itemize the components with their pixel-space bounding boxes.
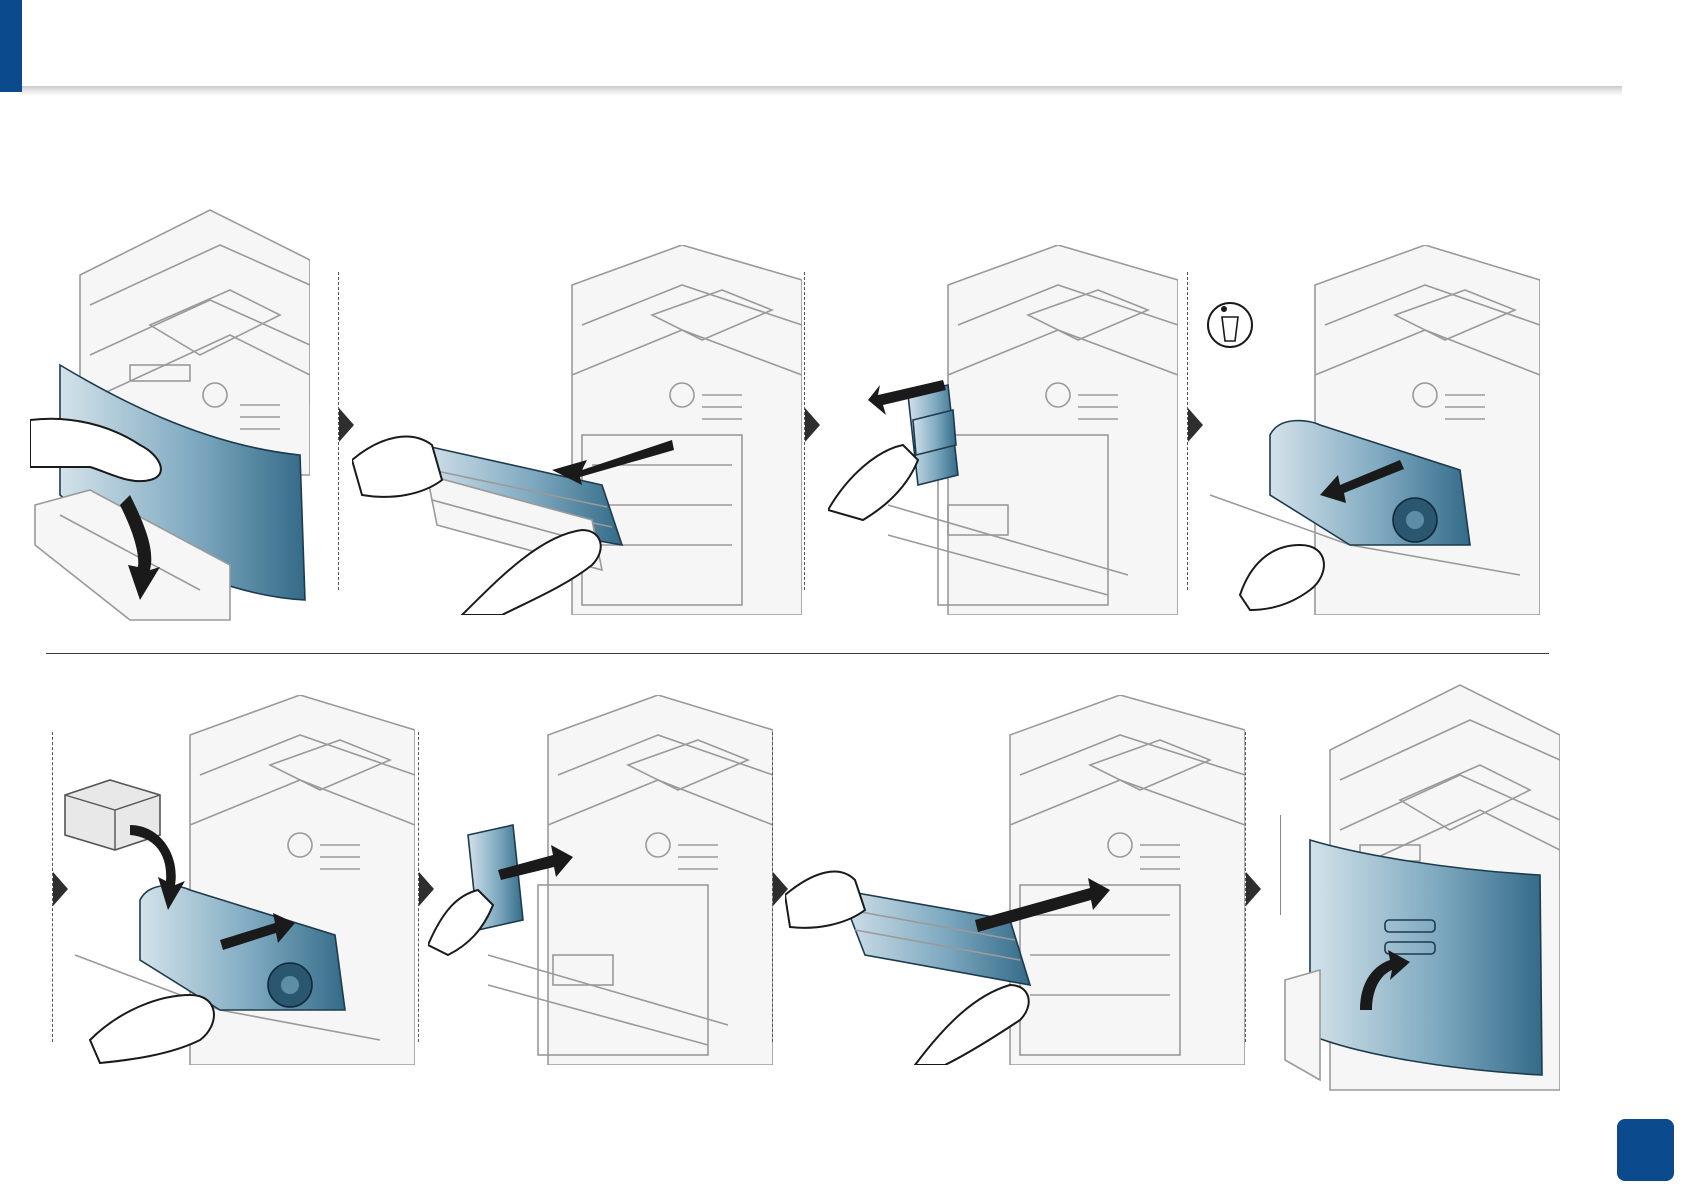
step-4-illustration (1200, 245, 1540, 615)
step-6-illustration (428, 695, 773, 1065)
chapter-corner-tab (0, 0, 22, 92)
step-arrow-icon (805, 408, 820, 442)
page-number-badge (1617, 1119, 1674, 1181)
box-icon (65, 780, 160, 850)
header-divider (22, 86, 1622, 96)
step-arrow-icon (1246, 872, 1261, 906)
row-divider (46, 653, 1549, 654)
step-2-illustration (352, 245, 802, 615)
step-3-illustration (828, 245, 1178, 615)
step-1-illustration (30, 205, 310, 625)
step-8-illustration (1280, 680, 1560, 1100)
step-5-illustration (60, 695, 415, 1065)
step-7-illustration (785, 695, 1245, 1065)
